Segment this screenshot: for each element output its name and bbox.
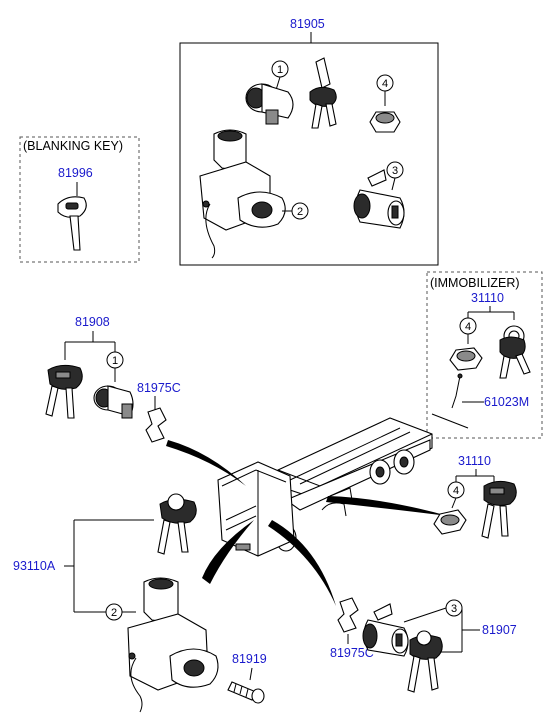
- main-set-group: 81905 1 4: [179, 17, 439, 266]
- antenna-coil-icon: [431, 373, 469, 429]
- door-lock-right-clip-part-number[interactable]: 81975C: [330, 646, 374, 660]
- key-icon: [407, 630, 443, 693]
- svg-text:1: 1: [277, 64, 283, 76]
- nut-icon: [449, 347, 483, 371]
- svg-text:4: 4: [382, 78, 388, 90]
- key-icon: [499, 325, 531, 379]
- lock-cylinder-icon: [245, 83, 294, 125]
- key-icon: [157, 493, 197, 555]
- blanking-key-part-number[interactable]: 81996: [58, 166, 93, 180]
- svg-text:3: 3: [392, 165, 398, 177]
- svg-text:3: 3: [451, 603, 457, 615]
- callout-3-bottom: 3: [445, 599, 463, 617]
- door-lock-left-clip-part-number[interactable]: 81975C: [137, 381, 181, 395]
- lock-cylinder-icon: [362, 603, 409, 657]
- screw-icon: [227, 681, 265, 704]
- immobilizer-part-number[interactable]: 31110: [471, 291, 504, 305]
- ignition-switch-icon: [127, 577, 219, 713]
- clip-icon: [337, 597, 359, 633]
- key-icon: [57, 196, 87, 251]
- key-icon: [309, 57, 337, 129]
- nut-icon: [369, 111, 401, 133]
- blanking-key-frame: [19, 136, 140, 263]
- immobilizer-group: (IMMOBILIZER) 31110 4 61023M: [426, 271, 543, 439]
- blanking-key-group: (BLANKING KEY) 81996: [19, 136, 140, 263]
- immobilizer-antenna-part-number[interactable]: 61023M: [484, 395, 529, 409]
- callout-1-left: 1: [106, 351, 124, 382]
- key-icon: [45, 364, 83, 419]
- blanking-key-caption: (BLANKING KEY): [23, 139, 123, 153]
- door-lock-right-part-number[interactable]: 81907: [482, 623, 517, 637]
- callout-1-top: 1: [271, 60, 289, 91]
- nut-icon: [433, 509, 467, 535]
- ignition-set-screw-part-number[interactable]: 81919: [232, 652, 267, 666]
- immobilizer-caption: (IMMOBILIZER): [430, 276, 520, 290]
- lock-cylinder-icon: [353, 169, 405, 229]
- door-lock-right-group: 81975C 3 81907: [330, 597, 517, 693]
- door-lock-left-group: 81908 1 81975C: [45, 315, 181, 443]
- svg-text:2: 2: [297, 206, 303, 218]
- ignition-switch-icon: [199, 129, 286, 259]
- ignition-set-group: 93110A 2 81919: [13, 493, 267, 713]
- key-set-right-part-number[interactable]: 31110: [458, 454, 491, 468]
- callout-4-immobilizer: 4: [459, 317, 477, 344]
- callout-2-top: 2: [282, 202, 309, 220]
- callout-4-top: 4: [376, 74, 394, 106]
- callout-2-bottom: 2: [105, 603, 136, 621]
- clip-icon: [145, 407, 167, 443]
- callout-4-right: 4: [447, 481, 465, 509]
- lock-cylinder-icon: [93, 385, 134, 419]
- ignition-set-part-number[interactable]: 93110A: [13, 559, 56, 573]
- door-lock-left-part-number[interactable]: 81908: [75, 315, 110, 329]
- svg-text:1: 1: [112, 355, 118, 367]
- immobilizer-frame: [426, 271, 543, 439]
- svg-text:4: 4: [465, 321, 471, 333]
- key-set-right-group: 31110 4: [433, 454, 517, 539]
- truck-icon: [217, 417, 433, 557]
- svg-text:2: 2: [111, 607, 117, 619]
- key-icon: [481, 480, 517, 539]
- svg-text:4: 4: [453, 485, 459, 497]
- main-set-part-number[interactable]: 81905: [290, 17, 325, 31]
- pointer-swooshes: [166, 440, 448, 606]
- callout-3-top: 3: [386, 161, 404, 191]
- main-set-frame: [179, 42, 439, 266]
